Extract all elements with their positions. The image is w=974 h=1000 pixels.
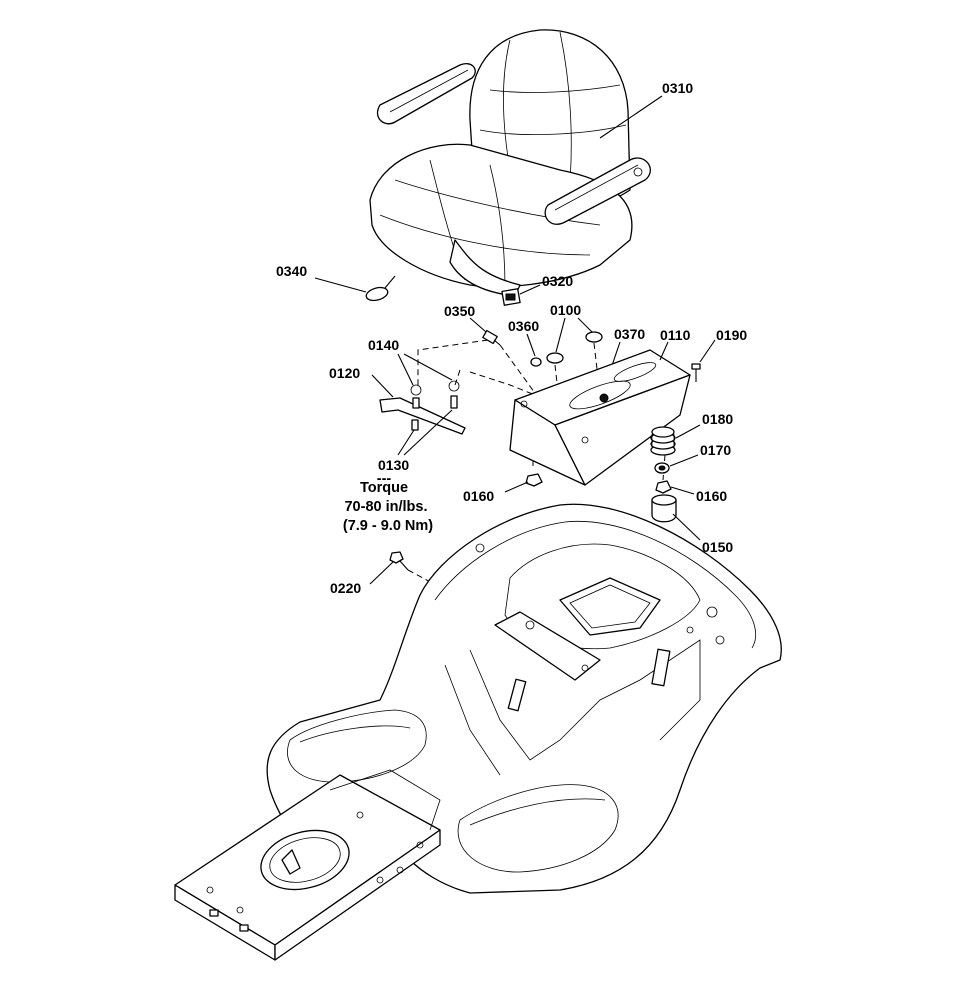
callout-0170: 0170 [700,442,731,458]
leader-0310 [599,95,663,139]
washer-0360 [530,357,542,367]
washer-0170-hole [658,465,666,471]
callout-0130: 0130 [378,457,409,473]
callout-0150: 0150 [702,539,733,555]
screw-0190 [691,363,701,382]
callout-0160a: 0160 [463,488,494,504]
leader-0170 [669,454,699,467]
callout-0140: 0140 [368,337,399,353]
callout-0120: 0120 [329,365,360,381]
callout-0370: 0370 [614,326,645,342]
torque-title: Torque [360,480,408,496]
cable-tie [365,275,396,302]
leader-0160b [670,486,695,495]
seat-bracket-0110 [509,349,691,486]
torque-mark: --- [377,471,392,487]
assembly-line-d [469,371,561,406]
callout-0110: 0110 [660,327,691,343]
leader-0130b [403,409,453,456]
leader-0120 [371,374,394,398]
leader-0180 [675,424,701,439]
assembly-line-a [417,339,489,385]
foot-plate [174,769,441,961]
washer-0100b [585,331,603,343]
leader-0130a [397,429,415,456]
callout-0220: 0220 [330,580,361,596]
leader-0340 [314,277,367,293]
leader-0190 [699,339,716,363]
spring-0180 [650,426,676,456]
callout-0160b: 0160 [696,488,727,504]
leader-0160a [504,481,529,493]
seat-switch [501,288,521,306]
assembly-line-c [454,369,461,386]
leader-0320 [519,284,541,295]
tractor-frame-fender [266,503,782,894]
torque-value-imperial: 70-80 in/lbs. [344,499,427,515]
leader-0220 [369,561,394,585]
callout-0320: 0320 [542,273,573,289]
washer-0100a [546,352,564,364]
nut-0160b [655,480,672,494]
callout-0340: 0340 [276,263,307,279]
seat-illustration [369,29,651,297]
leader-0100b [577,317,593,333]
callout-0100: 0100 [550,302,581,318]
leader-0100a [555,317,566,353]
screw-0350 [482,329,501,346]
leader-0140b [403,353,453,381]
leader-0350 [469,317,487,333]
callout-0190: 0190 [716,327,747,343]
screw-0220 [389,551,409,571]
callout-0360: 0360 [508,318,539,334]
leader-0360 [526,333,536,357]
assembly-line-b [499,344,541,401]
callout-0350: 0350 [444,303,475,319]
callout-0310: 0310 [662,80,693,96]
callout-0180: 0180 [702,411,733,427]
torque-value-metric: (7.9 - 9.0 Nm) [343,518,433,534]
leader-0110 [659,341,669,361]
leader-0150 [672,513,701,541]
nut-0160a [525,473,543,487]
bumper-0150 [651,494,677,523]
seat-lever-0120 [379,380,466,435]
leader-0140a [397,353,414,386]
